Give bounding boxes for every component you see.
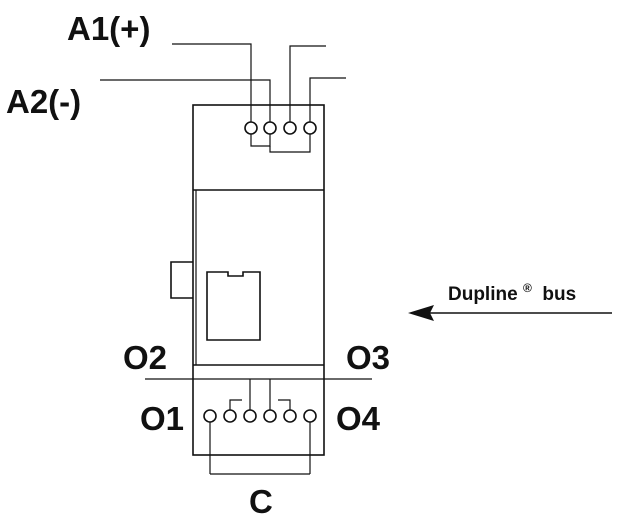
terminal-o3-circle xyxy=(263,409,277,423)
terminal-a2-circle xyxy=(263,121,277,135)
top-internal-bridge xyxy=(250,134,271,147)
label-a2: A2(-) xyxy=(6,83,81,120)
bus-wire-2 xyxy=(309,77,346,122)
label-o4: O4 xyxy=(336,400,381,437)
terminal-bus-1-circle xyxy=(283,121,297,135)
c-left-wire xyxy=(229,399,242,410)
label-o3: O3 xyxy=(346,339,390,376)
label-bus-suffix: bus xyxy=(537,284,576,305)
label-o1: O1 xyxy=(140,400,184,437)
label-bus-registered-mark: ® xyxy=(523,281,532,295)
c-right-wire xyxy=(278,399,291,410)
terminal-a1-circle xyxy=(244,121,258,135)
terminal-o2-circle xyxy=(243,409,257,423)
label-a1: A1(+) xyxy=(67,10,150,47)
terminal-o4-circle xyxy=(303,409,317,423)
terminal-o1-circle xyxy=(203,409,217,423)
top-internal-bridge-2 xyxy=(269,134,311,153)
module-housing-outline xyxy=(192,104,325,456)
terminal-bus-2-circle xyxy=(303,121,317,135)
label-o2: O2 xyxy=(123,339,167,376)
terminal-c-right-circle xyxy=(283,409,297,423)
terminal-c-left-circle xyxy=(223,409,237,423)
label-bus-name: Dupline xyxy=(448,284,518,305)
a2-wire xyxy=(100,79,271,122)
din-rail-clip xyxy=(170,261,193,299)
bus-wire-1 xyxy=(289,45,326,122)
label-dupline-bus: Dupline ® bus xyxy=(448,276,576,305)
label-window xyxy=(206,271,261,341)
label-c: C xyxy=(249,483,273,520)
a1-wire xyxy=(172,43,252,122)
bus-arrow-head-icon xyxy=(408,305,434,321)
